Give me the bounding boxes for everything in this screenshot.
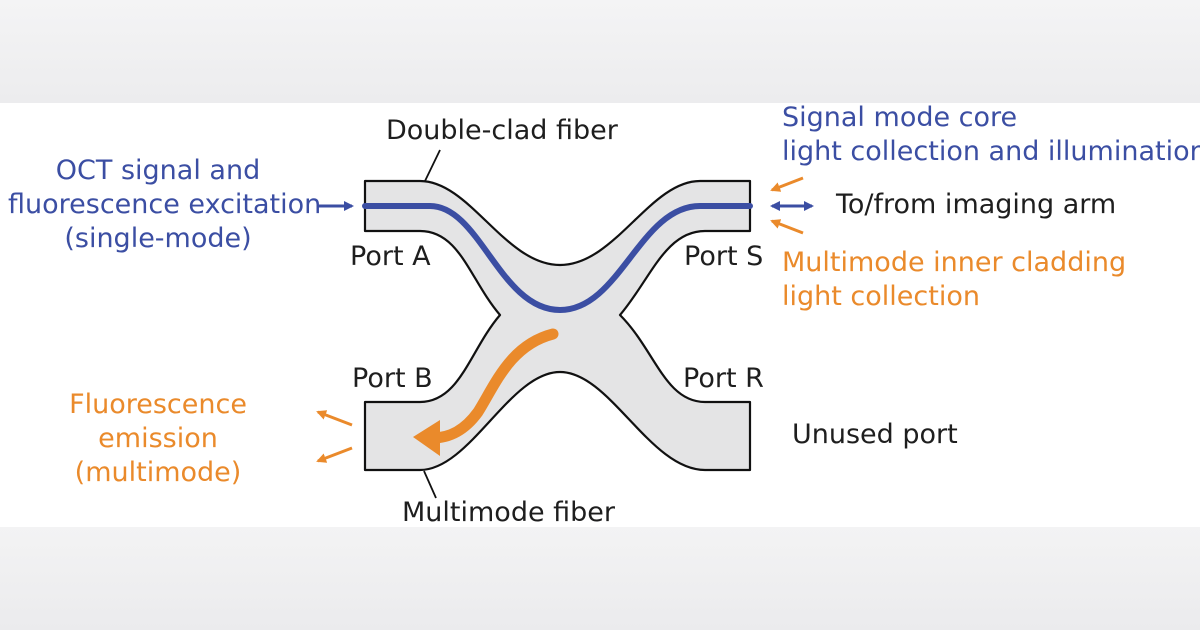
oct-input-line-1: OCT signal and [55,155,261,186]
single-mode-core-path [362,203,753,314]
inner-cladding-label: Multimode inner cladding light collectio… [782,246,1126,314]
port-r-label: Port R [683,363,764,394]
inner-cladding-line-2: light collection [782,280,980,312]
core-light-arrow [770,176,804,192]
oct-input-line-3: (single-mode) [64,222,252,254]
signal-core-line-2: light collection and illumination [782,135,1200,167]
oct-input-label: OCT signal and fluorescence excitation (… [8,154,322,255]
fluorescence-emission-label: Fluorescence emission (multimode) [58,388,258,489]
port-a-label: Port A [350,241,431,272]
cladding-light-arrow [770,219,804,235]
imaging-arm-label: To/from imaging arm [836,189,1117,220]
fluorescence-emission-line-3: (multimode) [74,456,242,488]
multimode-fiber-label: Multimode fiber [402,497,616,528]
multimode-emission-arrowhead [413,420,440,456]
port-b-label: Port B [352,363,433,394]
fluorescence-emission-line-1: Fluorescence [69,389,247,420]
signal-core-line-1: Signal mode core [782,102,1018,133]
emission-arrow-upper [316,410,353,427]
multimode-fiber-leader [423,470,437,499]
emission-arrow-lower [316,446,353,463]
double-clad-fiber-label: Double-clad fiber [386,115,618,146]
oct-input-line-2: fluorescence excitation [8,188,322,220]
inner-cladding-line-1: Multimode inner cladding [782,247,1127,278]
port-s-label: Port S [684,241,764,272]
multimode-emission-arrow [426,328,559,444]
top-background-band [0,0,1200,103]
signal-core-label: Signal mode core light collection and il… [782,101,1200,169]
fluorescence-emission-line-2: emission [98,422,218,454]
double-clad-leader [424,149,441,182]
bottom-background-band [0,527,1200,630]
fiber-coupler-body [363,179,752,472]
unused-port-label: Unused port [792,419,958,450]
